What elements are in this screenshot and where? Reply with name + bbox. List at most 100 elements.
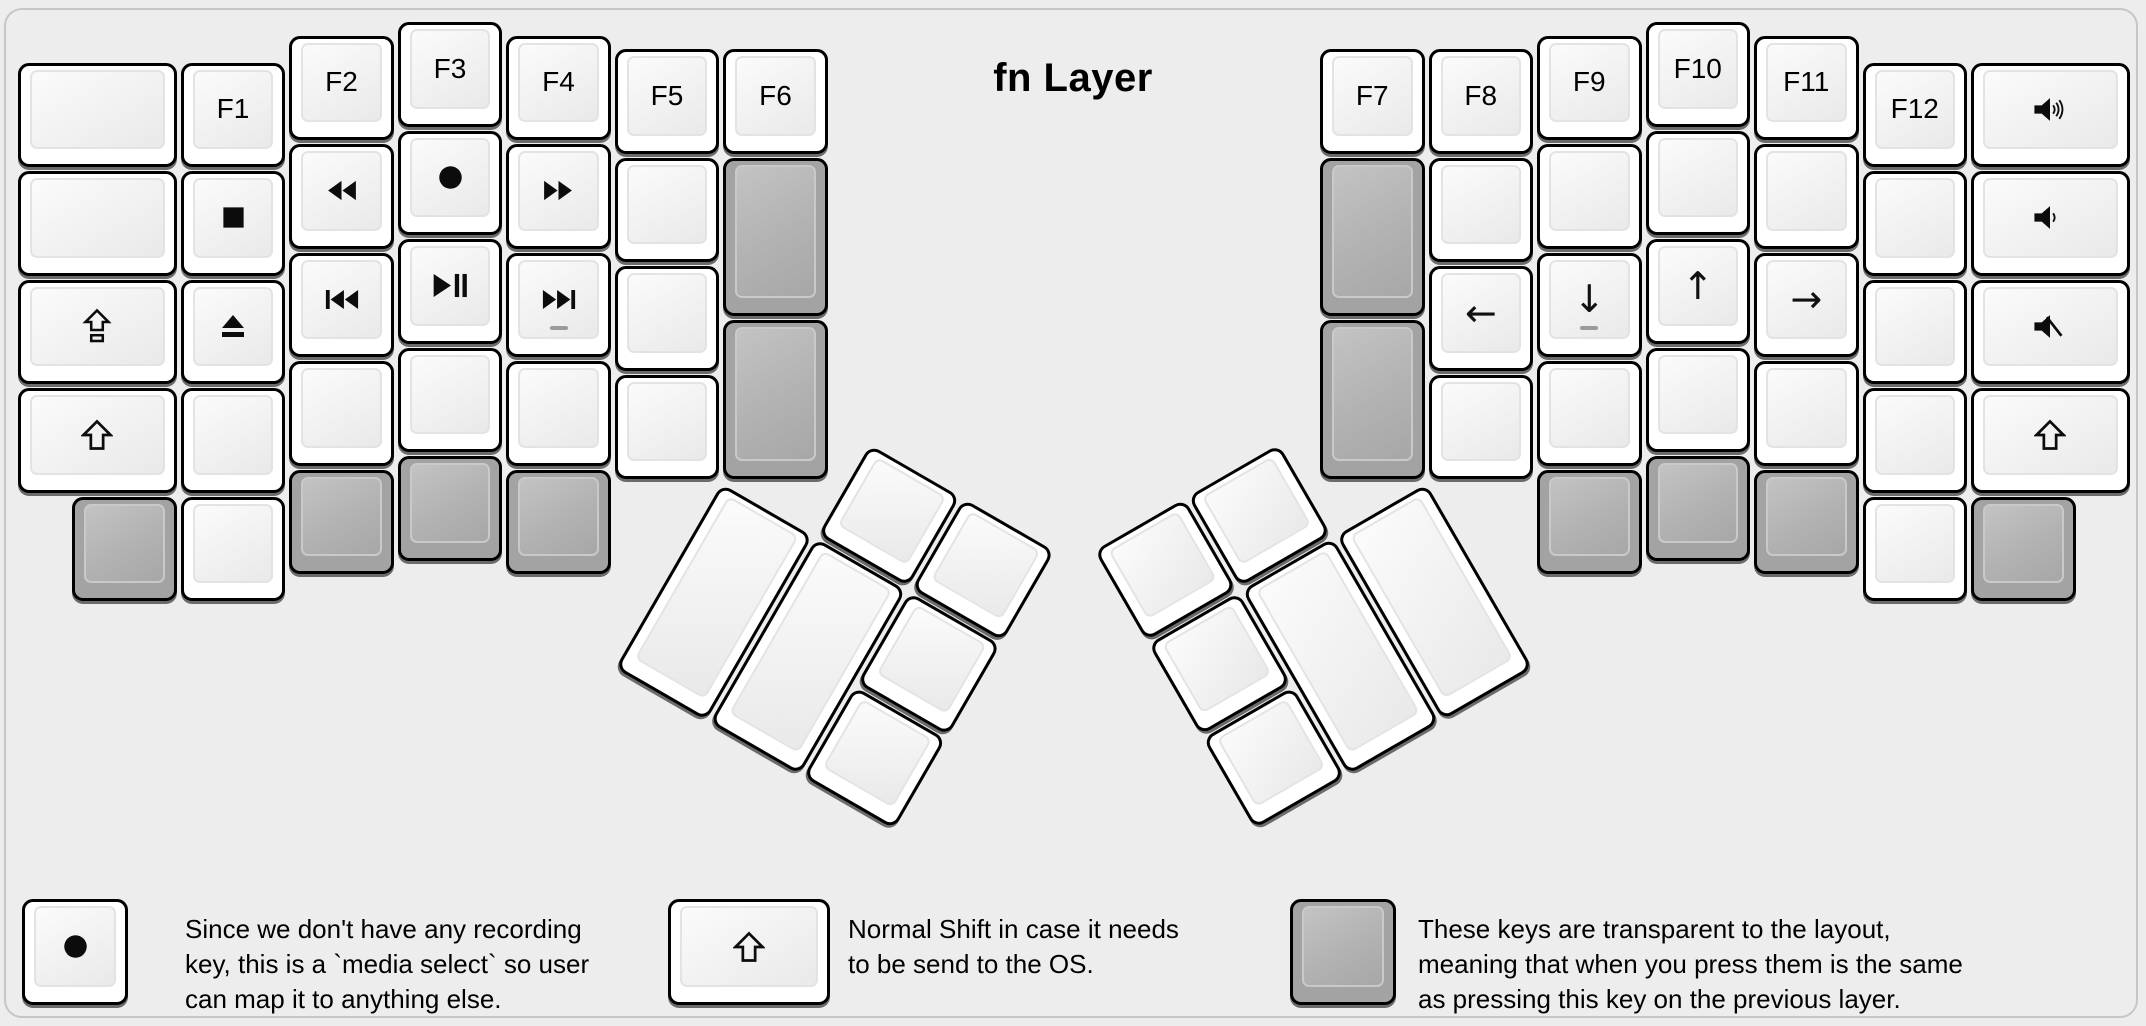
key-rewind[interactable]: [289, 144, 394, 249]
key-record[interactable]: [397, 130, 503, 235]
legend-key-transparent[interactable]: [1290, 899, 1396, 1005]
keycap-top: [1302, 906, 1384, 987]
keycap-top: [192, 503, 274, 584]
key-shift-right[interactable]: [1971, 388, 2130, 493]
key-f12[interactable]: F12: [1862, 62, 1967, 168]
key-blank[interactable]: [18, 171, 177, 276]
key-arrow-left[interactable]: ←: [1428, 266, 1533, 371]
legend-key-record[interactable]: [22, 899, 128, 1005]
keycap-top: [1874, 395, 1955, 475]
keycap-top: [409, 354, 491, 434]
key-f10[interactable]: F10: [1645, 22, 1750, 127]
layer-title: fn Layer: [993, 56, 1153, 100]
arrow-left-icon: ←: [1464, 290, 1497, 335]
key-arrow-right[interactable]: →: [1754, 252, 1859, 358]
key-blank[interactable]: [506, 361, 611, 466]
key-f2[interactable]: F2: [289, 35, 394, 141]
keycap-top: [735, 164, 816, 299]
keycap-top: F10: [1657, 29, 1738, 109]
keycap-top: [34, 906, 116, 987]
keycap-top: ←: [1440, 273, 1521, 353]
key-blank[interactable]: [289, 361, 394, 466]
key-blank[interactable]: [1862, 171, 1967, 276]
key-prev-track[interactable]: [289, 252, 394, 358]
key-blank[interactable]: [1862, 279, 1967, 385]
key-blank[interactable]: [1754, 361, 1859, 466]
keycap-top: [301, 259, 382, 340]
key-transparent[interactable]: [1320, 157, 1425, 317]
keycap-top: F2: [301, 42, 382, 123]
key-arrow-down[interactable]: ↓: [1537, 252, 1642, 358]
key-transparent[interactable]: [1754, 469, 1859, 575]
legend-key-shift[interactable]: [668, 899, 830, 1005]
keycap-top: F8: [1440, 56, 1521, 136]
keycap-top: →: [1766, 259, 1847, 340]
keycap-top: [1983, 69, 2118, 150]
key-label: F3: [433, 52, 467, 84]
key-f4[interactable]: F4: [506, 35, 611, 141]
keycap-top: F5: [626, 56, 708, 136]
key-transparent[interactable]: [723, 320, 828, 480]
key-transparent[interactable]: [1537, 469, 1642, 575]
key-f9[interactable]: F9: [1537, 35, 1642, 141]
legend-transparent-text: These keys are transparent to the layout…: [1418, 914, 1963, 1014]
key-blank[interactable]: [1537, 361, 1642, 466]
key-blank[interactable]: [614, 266, 720, 371]
key-transparent[interactable]: [1320, 320, 1425, 480]
key-arrow-up[interactable]: ↑: [1645, 239, 1750, 344]
key-blank[interactable]: [614, 374, 720, 480]
key-volume-up[interactable]: [1971, 62, 2130, 168]
key-f3[interactable]: F3: [397, 22, 503, 127]
key-f1[interactable]: F1: [180, 62, 286, 168]
keycap-top: [518, 259, 599, 340]
key-eject[interactable]: [180, 279, 286, 385]
key-transparent[interactable]: [723, 157, 828, 317]
key-fast-forward[interactable]: [506, 144, 611, 249]
key-blank[interactable]: [1754, 144, 1859, 249]
key-f8[interactable]: F8: [1428, 49, 1533, 154]
key-blank[interactable]: [180, 496, 286, 602]
key-label: F5: [650, 79, 684, 111]
key-blank[interactable]: [1428, 374, 1533, 480]
keycap-top: [30, 178, 165, 258]
key-transparent[interactable]: [506, 469, 611, 575]
key-play-pause[interactable]: [397, 239, 503, 344]
key-caps-lock[interactable]: [18, 279, 177, 385]
key-blank[interactable]: [1645, 130, 1750, 235]
key-transparent[interactable]: [289, 469, 394, 575]
key-blank[interactable]: [1862, 496, 1967, 602]
keycap-top: [1874, 178, 1955, 258]
key-blank[interactable]: [1645, 347, 1750, 452]
keycap-top: [30, 395, 165, 475]
key-shift-left[interactable]: [18, 388, 177, 493]
key-blank[interactable]: [1428, 157, 1533, 263]
key-f6[interactable]: F6: [723, 49, 828, 154]
key-transparent[interactable]: [397, 456, 503, 561]
keycap-top: F11: [1766, 42, 1847, 123]
key-blank[interactable]: [1537, 144, 1642, 249]
legend-shift-text: Normal Shift in case it needs to be send…: [848, 914, 1179, 979]
key-transparent[interactable]: [1971, 496, 2076, 602]
key-blank[interactable]: [18, 62, 177, 168]
keycap-top: [626, 273, 708, 353]
key-transparent[interactable]: [1645, 456, 1750, 561]
key-f5[interactable]: F5: [614, 49, 720, 154]
prev-track-icon: [324, 288, 360, 311]
keycap-top: [1983, 286, 2118, 367]
key-volume-mute[interactable]: [1971, 279, 2130, 385]
keycap-top: [1983, 395, 2118, 475]
key-f11[interactable]: F11: [1754, 35, 1859, 141]
key-stop[interactable]: [180, 171, 286, 276]
key-blank[interactable]: [1862, 388, 1967, 493]
key-transparent[interactable]: [72, 496, 177, 602]
homing-bar: [1580, 326, 1599, 331]
key-next-track[interactable]: [506, 252, 611, 358]
keycap-top: [192, 395, 274, 475]
key-blank[interactable]: [397, 347, 503, 452]
key-blank[interactable]: [614, 157, 720, 263]
keycap-top: F12: [1874, 69, 1955, 150]
key-f7[interactable]: F7: [1320, 49, 1425, 154]
eject-icon: [219, 313, 247, 339]
key-volume-down[interactable]: [1971, 171, 2130, 276]
key-blank[interactable]: [180, 388, 286, 493]
